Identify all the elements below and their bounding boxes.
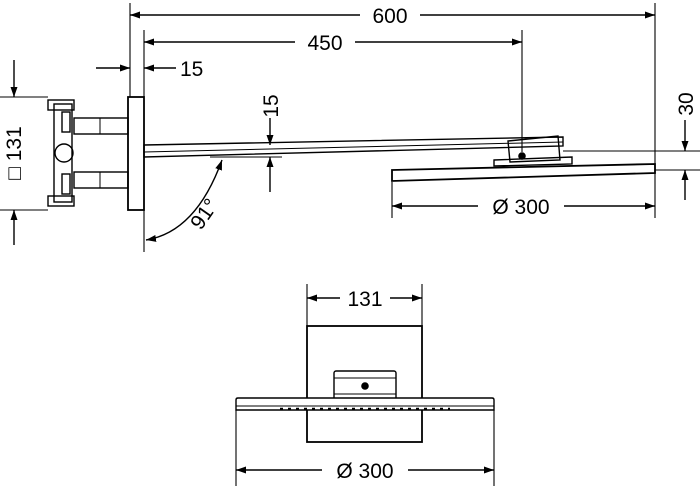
shower-head-front <box>235 397 495 411</box>
dim-diameter-side: Ø 300 <box>492 196 549 219</box>
wall-plate-front <box>306 325 423 443</box>
dim-30: 30 <box>675 92 698 115</box>
dim-131-front: 131 <box>347 288 382 311</box>
dim-600: 600 <box>372 5 407 28</box>
side-view: 600 450 15 15 30 □ 131 91° Ø 300 <box>0 3 700 252</box>
dim-450: 450 <box>307 32 342 55</box>
shower-arm <box>143 136 564 158</box>
shower-head-side <box>391 163 656 182</box>
valve-body <box>47 99 129 207</box>
dim-diameter-front: Ø 300 <box>336 460 393 483</box>
dim-15-plate: 15 <box>180 58 203 81</box>
head-connector <box>493 135 573 167</box>
dim-15-arm: 15 <box>260 94 283 117</box>
head-connector-front <box>333 370 397 402</box>
dim-angle: 91° <box>186 195 223 234</box>
dim-box-131: □ 131 <box>3 126 26 180</box>
front-view: 131 Ø 300 <box>235 284 495 486</box>
wall-plate <box>127 96 145 211</box>
